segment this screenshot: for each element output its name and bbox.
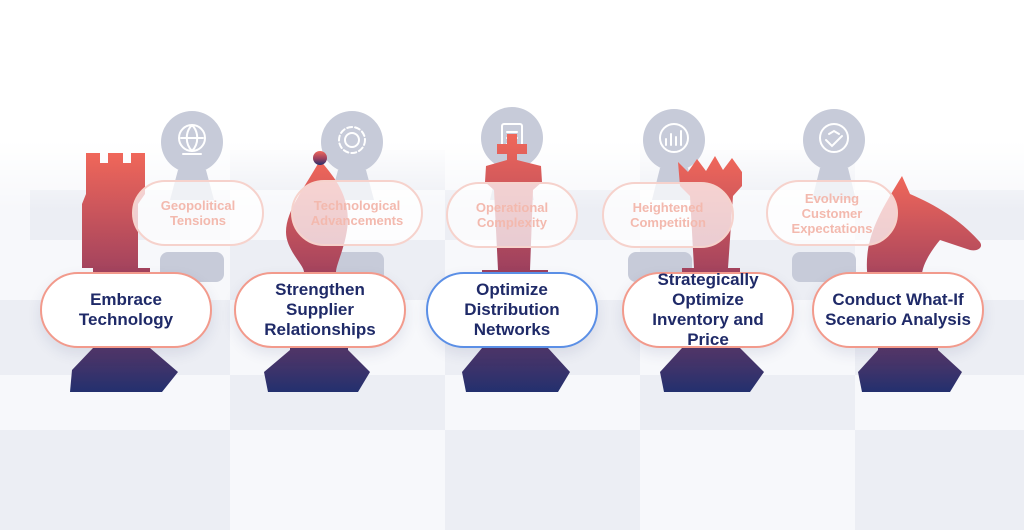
- background-label-customer: Evolving Customer Expectations: [766, 180, 898, 246]
- background-label-operational: Operational Complexity: [446, 182, 578, 248]
- chart-icon: [659, 123, 689, 153]
- bishop-tip: [313, 151, 327, 165]
- handshake-icon: [819, 123, 849, 153]
- gear-icon: [338, 126, 366, 154]
- globe-icon: [178, 124, 206, 155]
- strategy-supplier-relationships: Strengthen Supplier Relationships: [234, 272, 406, 348]
- background-label-competition: Heightened Competition: [602, 182, 734, 248]
- background-label-technological: Technological Advancements: [291, 180, 423, 246]
- strategy-inventory-price: Strategically Optimize Inventory and Pri…: [622, 270, 794, 349]
- strategy-what-if-analysis: Conduct What-If Scenario Analysis: [812, 272, 984, 348]
- strategy-embrace-technology: Embrace Technology: [40, 272, 212, 348]
- strategy-distribution-networks: Optimize Distribution Networks: [426, 272, 598, 348]
- background-label-geopolitical: Geopolitical Tensions: [132, 180, 264, 246]
